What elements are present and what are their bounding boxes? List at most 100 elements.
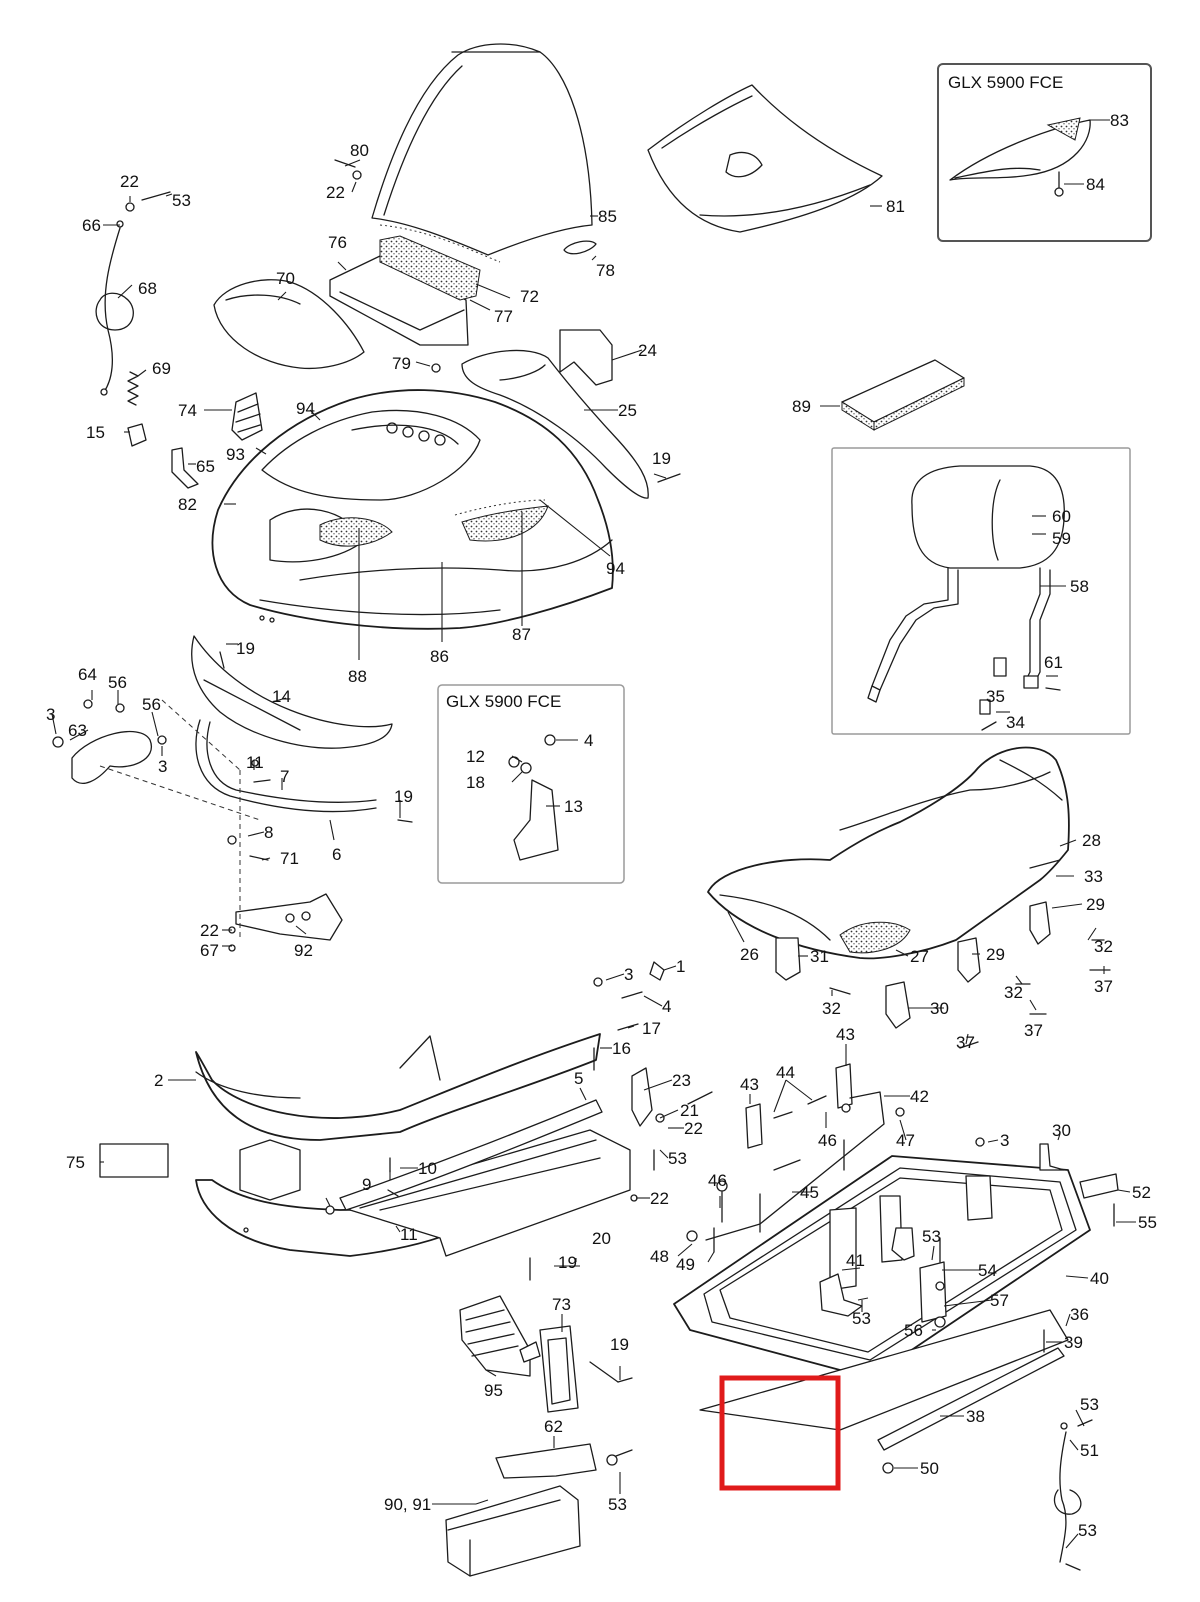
callout-61: 61 xyxy=(1044,653,1063,672)
callout-13: 13 xyxy=(564,797,583,816)
callout-44: 44 xyxy=(776,1063,795,1082)
callout-67: 67 xyxy=(200,941,219,960)
callout-19: 19 xyxy=(652,449,671,468)
callout-53: 53 xyxy=(922,1227,941,1246)
foam-89 xyxy=(841,359,965,431)
callout-4: 4 xyxy=(584,731,593,750)
callout-32: 32 xyxy=(822,999,841,1018)
hitch-63 xyxy=(52,699,167,784)
hood-part xyxy=(211,389,614,630)
vent-74 xyxy=(231,392,263,441)
callout-77: 77 xyxy=(494,307,513,326)
callout-53: 53 xyxy=(1078,1521,1097,1540)
inset-frame-top-right: GLX 5900 FCE xyxy=(937,63,1152,242)
callout-15: 15 xyxy=(86,423,105,442)
callout-89: 89 xyxy=(792,397,811,416)
floor-plate-36 xyxy=(699,1309,1069,1431)
callout-33: 33 xyxy=(1084,867,1103,886)
callout-34: 34 xyxy=(1006,713,1025,732)
spring-69 xyxy=(127,371,139,406)
plate-92 xyxy=(235,893,343,941)
callout-10: 10 xyxy=(418,1159,437,1178)
callout-75: 75 xyxy=(66,1153,85,1172)
callout-25: 25 xyxy=(618,401,637,420)
callout-80: 80 xyxy=(350,141,369,160)
callout-94: 94 xyxy=(296,399,315,418)
windshield-part xyxy=(371,43,593,263)
callout-20: 20 xyxy=(592,1229,611,1248)
callout-38: 38 xyxy=(966,1407,985,1426)
belly-pan-2 xyxy=(195,1033,601,1141)
callout-19: 19 xyxy=(610,1335,629,1354)
inset-screw-84 xyxy=(1054,171,1064,197)
callout-21: 21 xyxy=(680,1101,699,1120)
callout-90-91: 90, 91 xyxy=(384,1495,431,1514)
callout-94: 94 xyxy=(606,559,625,578)
callout-5: 5 xyxy=(574,1069,583,1088)
frame-73 xyxy=(539,1325,579,1413)
bumper-6 xyxy=(195,719,377,813)
callout-40: 40 xyxy=(1090,1269,1109,1288)
callout-65: 65 xyxy=(196,457,215,476)
callout-78: 78 xyxy=(596,261,615,280)
callout-46: 46 xyxy=(708,1171,727,1190)
callout-22: 22 xyxy=(326,183,345,202)
callout-95: 95 xyxy=(484,1381,503,1400)
callout-32: 32 xyxy=(1004,983,1023,1002)
callout-1: 1 xyxy=(676,957,685,976)
lower-front-body xyxy=(195,1139,471,1257)
callout-14: 14 xyxy=(272,687,291,706)
rail-5 xyxy=(339,1099,603,1211)
callout-59: 59 xyxy=(1052,529,1071,548)
bracket-62 xyxy=(495,1443,597,1479)
callout-27: 27 xyxy=(910,947,929,966)
callout-81: 81 xyxy=(886,197,905,216)
callout-64: 64 xyxy=(78,665,97,684)
callout-69: 69 xyxy=(152,359,171,378)
callout-22: 22 xyxy=(120,172,139,191)
callout-56: 56 xyxy=(108,673,127,692)
bracket-65 xyxy=(171,447,199,489)
callout-30: 30 xyxy=(1052,1121,1071,1140)
clip-19-lower xyxy=(589,1361,633,1383)
callout-85: 85 xyxy=(598,207,617,226)
callout-72: 72 xyxy=(520,287,539,306)
bracket-24 xyxy=(559,329,613,386)
callout-49: 49 xyxy=(676,1255,695,1274)
callout-70: 70 xyxy=(276,269,295,288)
callout-56: 56 xyxy=(904,1321,923,1340)
inset-frame-backrest xyxy=(831,447,1131,735)
callout-3: 3 xyxy=(1000,1131,1009,1150)
highlighted-item[interactable] xyxy=(719,1375,841,1491)
bracket-43 xyxy=(745,1063,853,1149)
callout-63: 63 xyxy=(68,721,87,740)
callout-48: 48 xyxy=(650,1247,669,1266)
inset-part-83 xyxy=(949,117,1091,181)
callout-53: 53 xyxy=(852,1309,871,1328)
seat-part xyxy=(707,746,1070,960)
inset-bracket-13 xyxy=(508,734,559,861)
callout-88: 88 xyxy=(348,667,367,686)
callout-53: 53 xyxy=(172,191,191,210)
callout-29: 29 xyxy=(986,945,1005,964)
seat-brackets xyxy=(775,859,1111,1049)
callout-82: 82 xyxy=(178,495,197,514)
callout-93: 93 xyxy=(226,445,245,464)
callout-3: 3 xyxy=(158,757,167,776)
callout-57: 57 xyxy=(990,1291,1009,1310)
callout-51: 51 xyxy=(1080,1441,1099,1460)
front-fasteners xyxy=(325,961,713,1281)
callout-42: 42 xyxy=(910,1087,929,1106)
callout-53: 53 xyxy=(668,1149,687,1168)
callout-6: 6 xyxy=(332,845,341,864)
callout-43: 43 xyxy=(836,1025,855,1044)
clip-15 xyxy=(127,423,147,447)
callout-2: 2 xyxy=(154,1071,163,1090)
callout-32: 32 xyxy=(1094,937,1113,956)
callout-28: 28 xyxy=(1082,831,1101,850)
callout-19: 19 xyxy=(558,1253,577,1272)
callout-92: 92 xyxy=(294,941,313,960)
callout-37: 37 xyxy=(1094,977,1113,996)
console-cover-70 xyxy=(213,279,365,370)
